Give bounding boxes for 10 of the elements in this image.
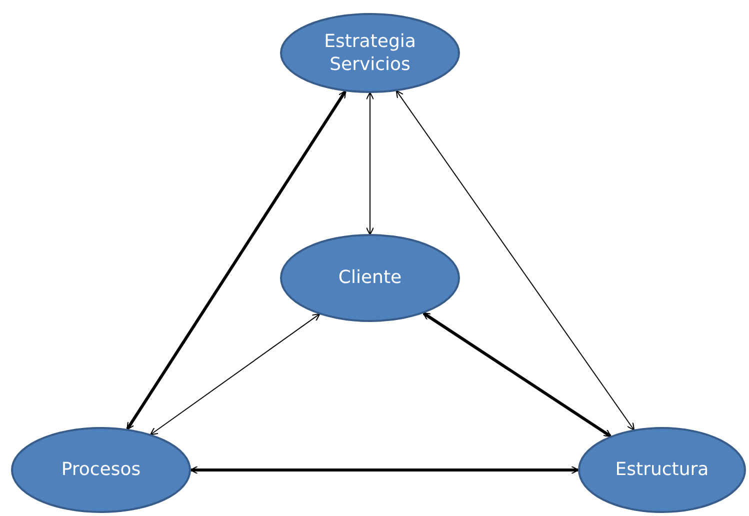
double-arrow [396, 90, 635, 431]
node-label: Procesos [61, 458, 141, 482]
double-arrow [150, 313, 320, 436]
node-label: Estrategia Servicios [323, 30, 417, 76]
double-arrow [126, 90, 346, 430]
double-arrow [366, 92, 374, 236]
node-label: Cliente [338, 266, 402, 290]
node-label: Estructura [615, 458, 709, 482]
double-arrow [190, 466, 580, 474]
double-arrow [422, 312, 612, 438]
